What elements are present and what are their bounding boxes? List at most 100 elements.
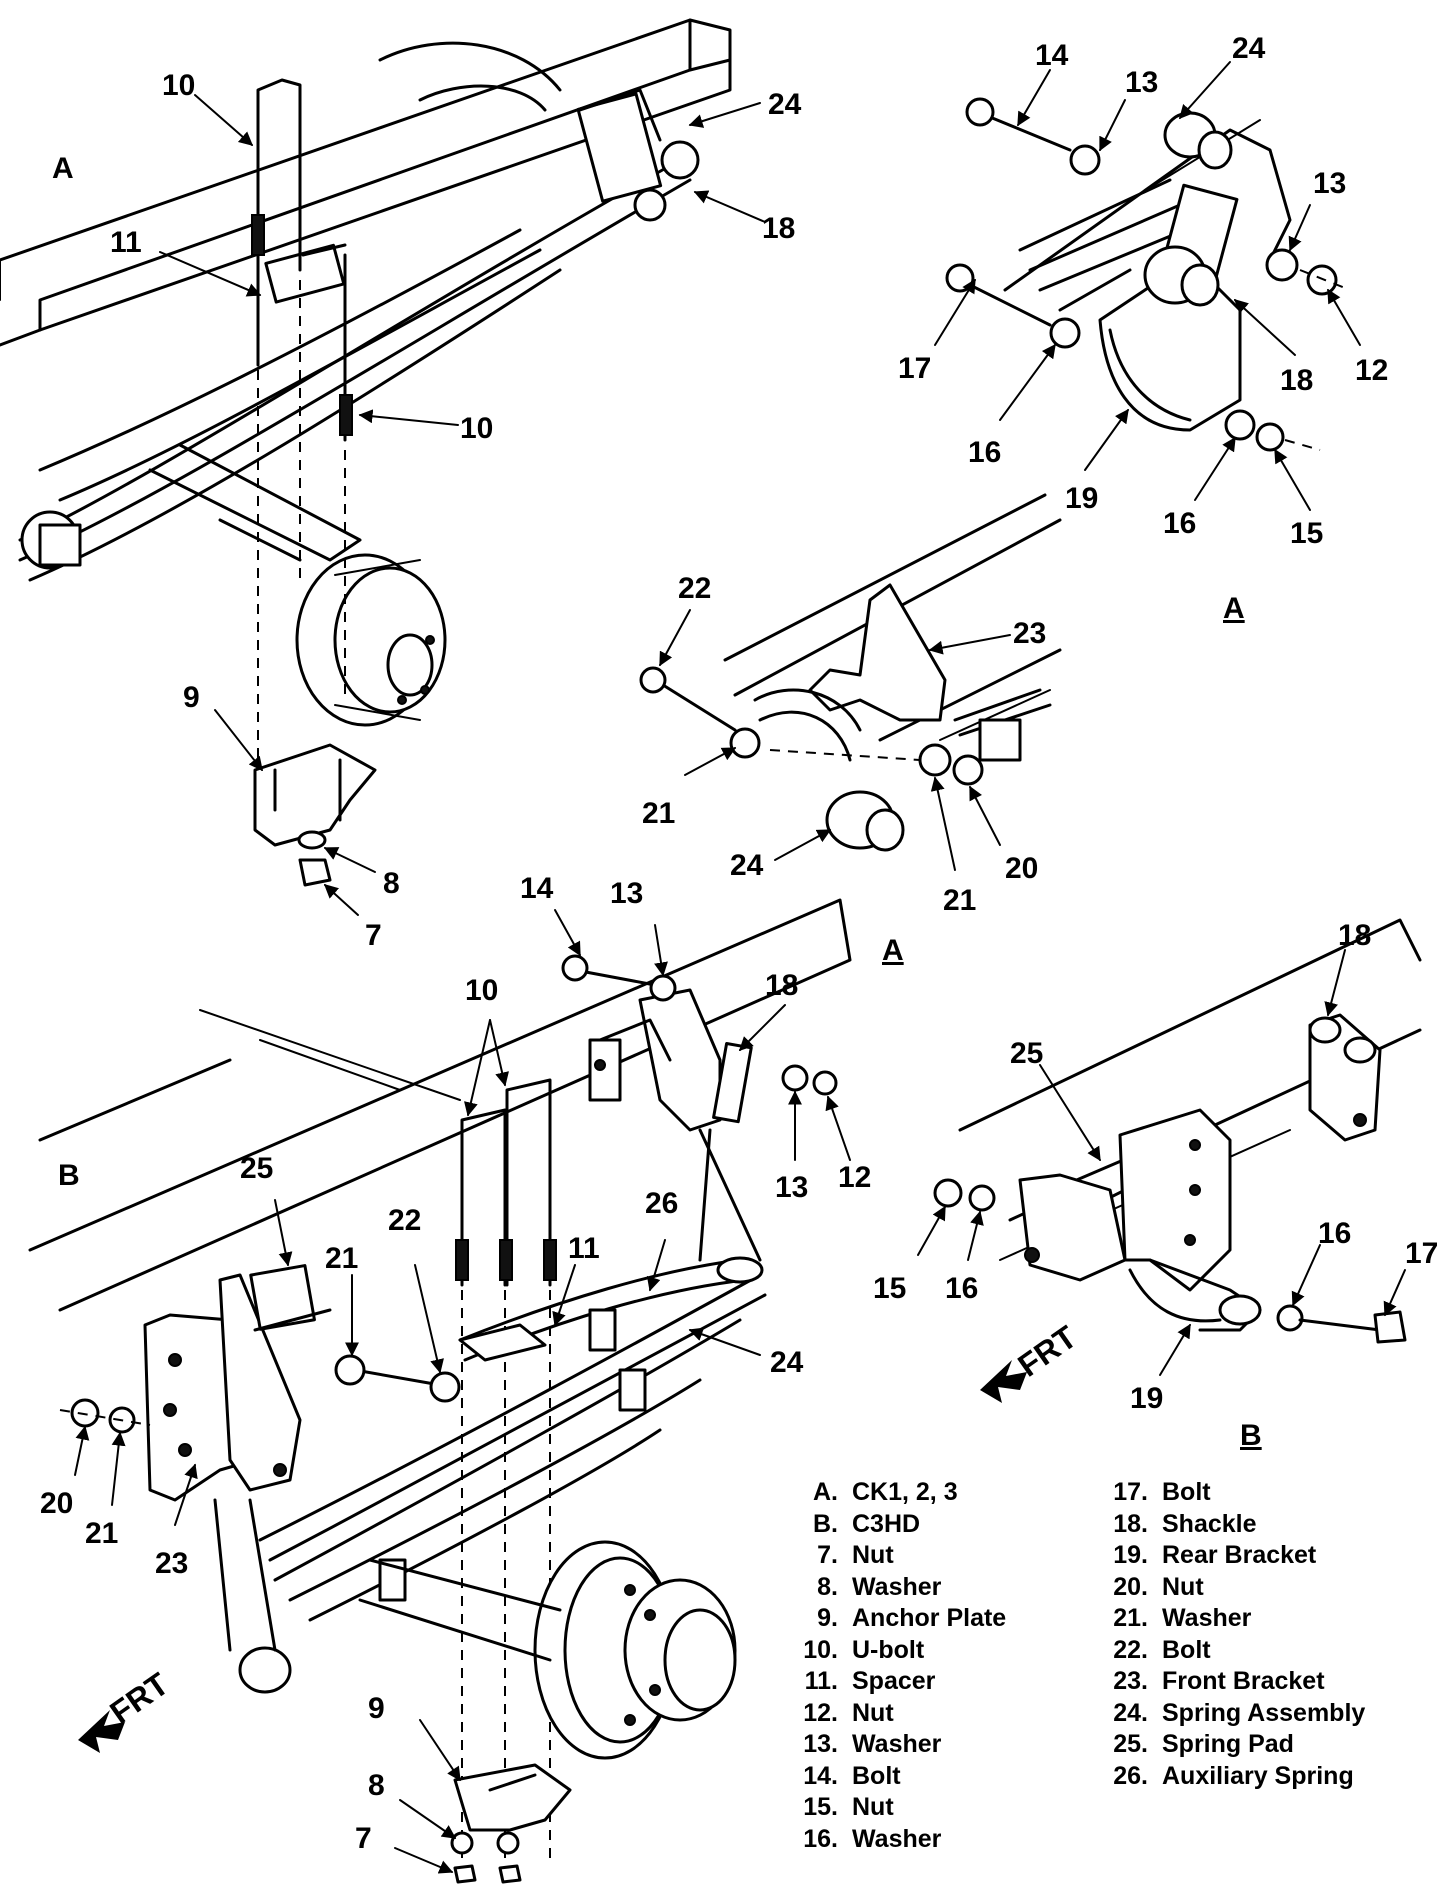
legend-label: Washer: [852, 1730, 942, 1758]
legend-label: Washer: [1162, 1604, 1252, 1632]
legend-label: Washer: [852, 1824, 942, 1853]
callout-arrows: [74, 61, 1406, 1874]
callout: 19: [1065, 482, 1098, 515]
legend-item: 8. Washer: [780, 1572, 1006, 1604]
legend-key: 21.: [1113, 1604, 1148, 1632]
view-label-b-left: B: [58, 1159, 80, 1192]
legend-item: 23. Front Bracket: [1090, 1666, 1365, 1698]
legend-label: Bolt: [852, 1761, 901, 1790]
legend-key: 9.: [817, 1604, 838, 1632]
callouts-b-right: 18 25 15 16 16 17 19: [873, 919, 1438, 1415]
brake-rotor-b: [533, 1540, 737, 1760]
legend-key: 26.: [1113, 1761, 1148, 1790]
callout: 12: [838, 1161, 871, 1194]
callout: 10: [162, 69, 195, 102]
legend-item: 19.Rear Bracket: [1090, 1540, 1365, 1572]
legend-key: 7.: [817, 1541, 838, 1569]
legend-item: 24.Spring Assembly: [1090, 1698, 1365, 1730]
legend-key: 12.: [803, 1698, 838, 1727]
frt-arrow-icon: [980, 1360, 1027, 1403]
callout: 25: [240, 1152, 273, 1185]
frt-arrow-icon: [78, 1710, 125, 1753]
legend-label: Spacer: [852, 1667, 936, 1695]
callout: 8: [383, 867, 400, 900]
legend-key: A.: [813, 1478, 838, 1506]
u-bolt-b: [455, 1078, 557, 1860]
legend-key: 13.: [803, 1730, 838, 1758]
callout: 26: [645, 1187, 678, 1220]
callout: 16: [1163, 507, 1196, 540]
legend-item: 18. Shackle: [1090, 1509, 1365, 1541]
legend-key: 11.: [804, 1667, 838, 1695]
legend-label: Nut: [852, 1541, 894, 1569]
callout: 10: [465, 974, 498, 1007]
callouts-a-mid: 22 23 21 24 21 20: [642, 572, 1046, 917]
legend-label: Bolt: [1162, 1478, 1211, 1506]
callout: 18: [1338, 919, 1371, 952]
callouts-b-left: 14 13 10 18 13 12 25 21 22 11 26 24 20 2…: [40, 872, 871, 1855]
legend-item: 9.Anchor Plate: [780, 1603, 1006, 1635]
callout: 18: [765, 969, 798, 1002]
callout: 8: [368, 1769, 385, 1802]
callout: 13: [775, 1171, 808, 1204]
view-b-right-assembly: [933, 918, 1422, 1344]
callout: 11: [568, 1232, 600, 1265]
legend-key: 20.: [1113, 1572, 1148, 1601]
callout: 11: [110, 226, 142, 259]
shackle-a-left: [576, 88, 700, 222]
callout: 19: [1130, 1382, 1163, 1415]
legend-key: 23.: [1113, 1667, 1148, 1695]
callout: 13: [1125, 66, 1158, 99]
view-a-left-assembly: [0, 18, 732, 887]
view-label-a-mid: A: [882, 934, 904, 967]
callout: 14: [520, 872, 554, 905]
callout: 9: [368, 1692, 385, 1725]
legend-key: 8.: [817, 1572, 838, 1601]
legend-label: C3HD: [852, 1509, 921, 1538]
legend-item: B. C3HD: [780, 1509, 1006, 1541]
callouts-a-left: 10 24 18 11 10 9 8 7: [110, 69, 802, 952]
callout: 14: [1035, 39, 1069, 72]
callout: 22: [388, 1204, 421, 1237]
legend-key: 22.: [1113, 1635, 1148, 1664]
legend-key: 16.: [803, 1824, 838, 1853]
legend-key: 15.: [803, 1793, 838, 1821]
legend-key: 18.: [1113, 1509, 1148, 1538]
legend-label: Spring Pad: [1162, 1730, 1294, 1758]
callout: 24: [1232, 32, 1266, 65]
callout: 18: [1280, 364, 1313, 397]
callout: 22: [678, 572, 711, 605]
legend-label: Auxiliary Spring: [1162, 1761, 1354, 1790]
legend-item: 25.Spring Pad: [1090, 1729, 1365, 1761]
brake-drum-a: [295, 553, 447, 727]
callout: 15: [873, 1272, 906, 1305]
legend-label: Bolt: [1162, 1635, 1211, 1664]
legend-key: 17.: [1113, 1478, 1148, 1506]
legend-label: Spring Assembly: [1162, 1698, 1366, 1727]
legend-label: Nut: [852, 1698, 894, 1727]
callout: 25: [1010, 1037, 1043, 1070]
legend-label: Front Bracket: [1162, 1667, 1325, 1695]
callout: 20: [40, 1487, 73, 1520]
callout: 18: [762, 212, 795, 245]
callout: 15: [1290, 517, 1323, 550]
legend-key: 10.: [803, 1635, 838, 1664]
legend-label: Washer: [852, 1572, 942, 1601]
legend-key: B.: [813, 1509, 838, 1538]
frt-label-left: FRT: [103, 1665, 175, 1730]
callout: 17: [1405, 1237, 1438, 1270]
callout: 16: [1318, 1217, 1351, 1250]
callout: 23: [1013, 617, 1046, 650]
callout: 21: [943, 884, 976, 917]
legend-label: Shackle: [1162, 1509, 1257, 1538]
frt-marker-right: FRT: [980, 1318, 1083, 1403]
callout: 10: [460, 412, 493, 445]
legend-item: 14.Bolt: [780, 1761, 1006, 1793]
view-a-mid-assembly: [639, 493, 1062, 852]
legend-item: 17. Bolt: [1090, 1477, 1365, 1509]
callout: 24: [770, 1346, 804, 1379]
legend-label: Nut: [852, 1793, 894, 1821]
